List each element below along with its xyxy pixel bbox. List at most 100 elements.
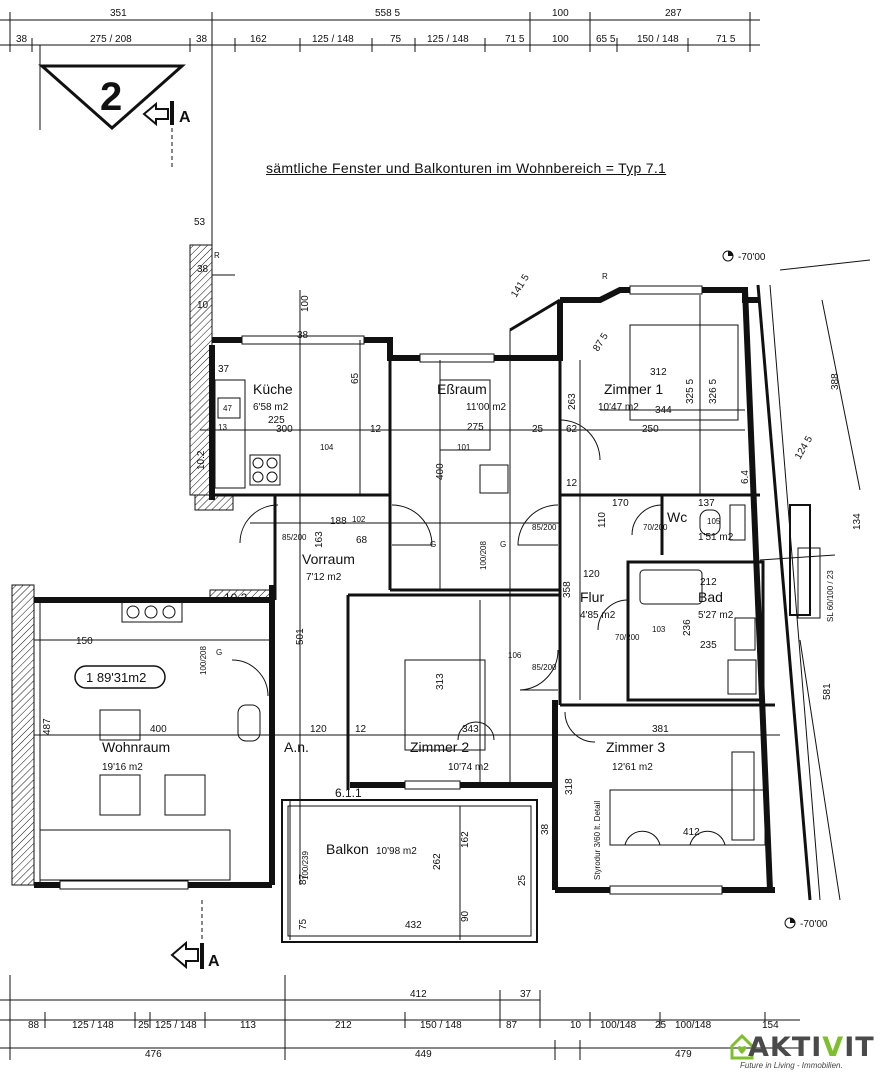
misc-labels: Styrodur 3/60 lt. Detail SL 60/100 / 23 … — [214, 251, 835, 880]
top-dim-b2: 275 / 208 — [90, 34, 132, 45]
top-dim-b9: 100 — [552, 34, 569, 45]
dim-value: 262 — [432, 853, 443, 870]
dim-value: 388 — [830, 373, 841, 390]
level-mark-top: -70'00 — [738, 252, 766, 263]
dim-value: 141 5 — [509, 272, 532, 299]
bottom-dim-c3: 479 — [675, 1049, 692, 1060]
room-area-zimmer1: 10'47 m2 — [598, 402, 639, 413]
top-dim-b12: 71 5 — [716, 34, 736, 45]
bottom-dim-a1: 412 — [410, 989, 427, 1000]
top-dim-b7: 125 / 148 — [427, 34, 469, 45]
top-dim-2: 558 5 — [375, 8, 400, 19]
dim-value: 38 — [197, 264, 209, 275]
dim-value: 412 — [683, 827, 700, 838]
room-name-bad: Bad — [698, 589, 723, 605]
logo-word-c: IT — [844, 1032, 875, 1063]
bedroom-furniture — [404, 324, 766, 846]
dim-value: 12 — [355, 724, 367, 735]
room-name-zimmer1: Zimmer 1 — [604, 381, 663, 397]
logo-wordmark: AKTIVIT — [748, 1032, 875, 1063]
door-label: 100/208 — [199, 646, 208, 675]
room-name-essraum: Eßraum — [437, 381, 487, 397]
room-name-an: A.n. — [284, 739, 309, 755]
dim-value: 250 — [642, 424, 659, 435]
bottom-dim-c2: 449 — [415, 1049, 432, 1060]
dim-value: 53 — [194, 217, 206, 228]
bottom-dim-b1: 88 — [28, 1020, 40, 1031]
bottom-dim-b7: 150 / 148 — [420, 1020, 462, 1031]
dim-value: 38 — [297, 330, 309, 341]
dim-value: 235 — [700, 640, 717, 651]
dim-value: 25 — [532, 424, 544, 435]
dim-value: 581 — [822, 683, 833, 700]
door-label: 70/200 — [643, 523, 668, 532]
top-dim-3: 100 — [552, 8, 569, 19]
bottom-dim-b5: 113 — [240, 1020, 256, 1031]
top-dim-4: 287 — [665, 8, 682, 19]
door-g-mark: G — [500, 540, 506, 549]
logo-word-b: V — [822, 1032, 845, 1063]
door-g-mark: G — [216, 648, 222, 657]
riser-mark: R — [602, 272, 608, 281]
bottom-dimension-chain: 412 37 88 125 / 148 25 125 / 148 113 212… — [0, 975, 800, 1060]
top-dim-b3: 38 — [196, 34, 208, 45]
dim-value: 134 — [852, 513, 863, 530]
bottom-dim-b9: 10 — [570, 1020, 582, 1031]
unit-number: 2 — [100, 75, 122, 119]
dim-value: 62 — [566, 424, 578, 435]
dim-value: 137 — [698, 498, 715, 509]
dim-value: 10.2 — [224, 591, 248, 605]
top-dim-b8: 71 5 — [505, 34, 525, 45]
door-g-mark: G — [430, 540, 436, 549]
dim-value: 326 5 — [708, 379, 719, 404]
room-area-zimmer2: 10'74 m2 — [448, 762, 489, 773]
unit-number-triangle: 2 — [38, 64, 186, 131]
dim-value: 25 — [517, 874, 528, 886]
bottom-dim-b4: 125 / 148 — [155, 1020, 197, 1031]
door-label: 100/239 — [301, 851, 310, 880]
bottom-dim-b6: 212 — [335, 1020, 352, 1031]
right-facade-detail — [789, 504, 821, 619]
door-label: 70/200 — [615, 633, 640, 642]
unit-area-text: 1 89'31m2 — [86, 670, 146, 685]
window-type-note: sämtliche Fenster und Balkonturen im Woh… — [266, 160, 667, 176]
top-dim-1: 351 — [110, 8, 127, 19]
dim-value: 170 — [612, 498, 629, 509]
room-name-kueche: Küche — [253, 381, 293, 397]
dim-value: 110 — [597, 512, 608, 528]
room-name-flur: Flur — [580, 589, 604, 605]
exterior-walls — [11, 244, 821, 901]
dim-value: 225 — [268, 415, 285, 426]
dim-value: 120 — [310, 724, 327, 735]
dim-value: 487 — [42, 718, 53, 735]
interior-walls — [212, 300, 775, 790]
dim-value: 87 — [298, 873, 309, 885]
house-heart-icon — [730, 1033, 754, 1060]
dim-value: 236 — [682, 619, 693, 636]
dim-value: 432 — [405, 920, 422, 931]
bottom-dim-b2: 125 / 148 — [72, 1020, 114, 1031]
bottom-dim-a2: 37 — [520, 989, 532, 1000]
door-swings — [231, 419, 663, 743]
kitchen-dim: 47 — [223, 404, 232, 413]
room-code: 101 — [457, 443, 471, 452]
dim-value: 65 — [350, 372, 361, 384]
dim-value: 6.4 — [740, 470, 751, 484]
dim-value: 38 — [540, 823, 551, 835]
bottom-dim-b10: 100/148 — [600, 1020, 637, 1031]
room-area-wohnraum: 19'16 m2 — [102, 762, 143, 773]
bottom-dim-b3: 25 — [138, 1020, 150, 1031]
room-area-bad: 5'27 m2 — [698, 610, 734, 621]
section-label-top: A — [179, 109, 191, 126]
interior-dimension-values: 53 38 10 38 100 37 65 225 300 12 400 275… — [42, 217, 863, 931]
dim-value: 75 — [298, 918, 309, 930]
insulation-note: Styrodur 3/60 lt. Detail — [593, 801, 602, 880]
dim-value: 124 5 — [793, 434, 815, 462]
bottom-dim-c1: 476 — [145, 1049, 162, 1060]
bottom-dim-b11: 25 — [655, 1020, 667, 1031]
room-area-zimmer3: 12'61 m2 — [612, 762, 653, 773]
room-name-wc: Wc — [667, 509, 687, 525]
dim-value: 501 — [295, 628, 306, 645]
top-dim-b4: 162 — [250, 34, 267, 45]
room-area-balkon: 10'98 m2 — [376, 846, 417, 857]
